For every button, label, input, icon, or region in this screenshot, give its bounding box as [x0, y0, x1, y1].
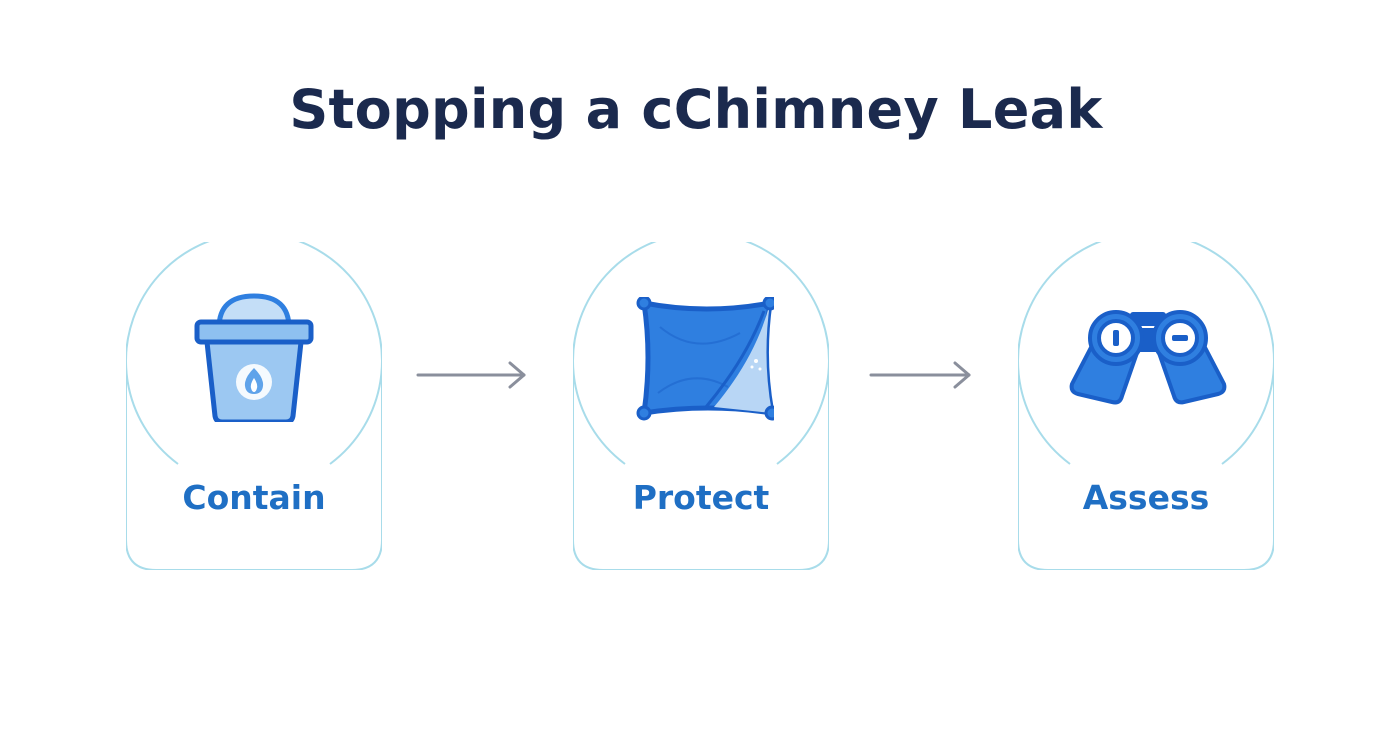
binoculars-icon	[1069, 310, 1227, 405]
step-label: Contain	[182, 478, 326, 517]
step-assess: Assess	[1018, 242, 1274, 570]
step-protect: Protect	[573, 242, 829, 570]
tarp-icon	[636, 297, 774, 421]
step-card-outline	[126, 242, 382, 570]
bucket-icon	[194, 293, 314, 422]
diagram-title: Stopping a cChimney Leak	[289, 78, 1103, 141]
step-card-outline	[573, 242, 829, 570]
step-contain: Contain	[126, 242, 382, 570]
step-card-outline	[1018, 242, 1274, 570]
step-label: Assess	[1082, 478, 1210, 517]
arrow-right-icon	[416, 361, 526, 389]
step-label: Protect	[632, 478, 770, 517]
arrow-right-icon	[869, 361, 971, 389]
